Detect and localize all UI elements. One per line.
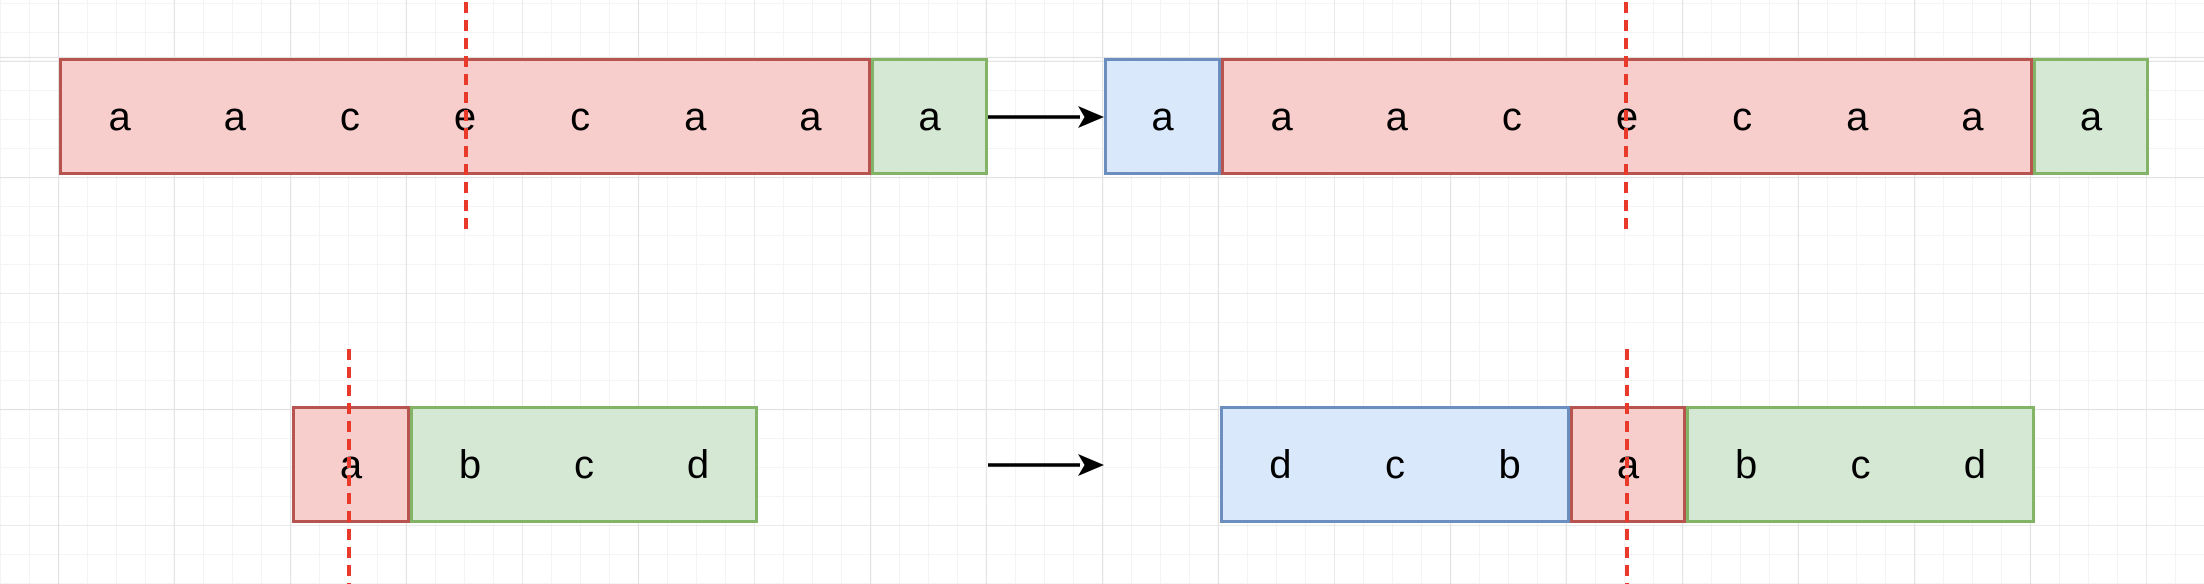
right-arrow-icon [988, 454, 1104, 476]
char-cell: a [684, 94, 707, 139]
char-cell: a [1846, 94, 1869, 139]
char-cell: a [339, 442, 363, 487]
char-cell: c [1732, 94, 1753, 139]
char-cell: b [1498, 442, 1521, 487]
char-cell: a [799, 94, 822, 139]
string-block-green-top-before: a [871, 58, 988, 175]
char-cell: d [1963, 442, 1986, 487]
string-block-green-bottom-before: b c d [410, 406, 758, 523]
symmetry-axis-icon [1625, 349, 1629, 584]
char-cell: d [1269, 442, 1292, 487]
char-cell: d [686, 442, 710, 487]
char-cell: c [1385, 442, 1405, 487]
char-cell: a [918, 94, 941, 139]
string-block-blue-bottom-after: d c b [1220, 406, 1570, 523]
char-cell: a [108, 94, 131, 139]
char-cell: c [1850, 442, 1871, 487]
right-arrow-icon [988, 106, 1104, 128]
char-cell: c [574, 442, 594, 487]
char-cell: a [2079, 94, 2103, 139]
char-cell: a [1151, 94, 1174, 139]
char-cell: c [339, 94, 360, 139]
symmetry-axis-icon [464, 2, 468, 233]
string-block-green-top-after: a [2033, 58, 2149, 175]
string-block-green-bottom-after: b c d [1686, 406, 2035, 523]
char-cell: a [1385, 94, 1408, 139]
char-cell: b [1735, 442, 1758, 487]
char-cell: c [1501, 94, 1522, 139]
char-cell: a [1961, 94, 1984, 139]
char-cell: c [570, 94, 591, 139]
symmetry-axis-icon [1624, 2, 1628, 233]
char-cell: a [1270, 94, 1293, 139]
symmetry-axis-icon [347, 349, 351, 584]
char-cell: b [458, 442, 482, 487]
string-block-red-bottom-before: a [292, 406, 410, 523]
string-block-blue-top-after: a [1104, 58, 1221, 175]
char-cell: a [223, 94, 246, 139]
